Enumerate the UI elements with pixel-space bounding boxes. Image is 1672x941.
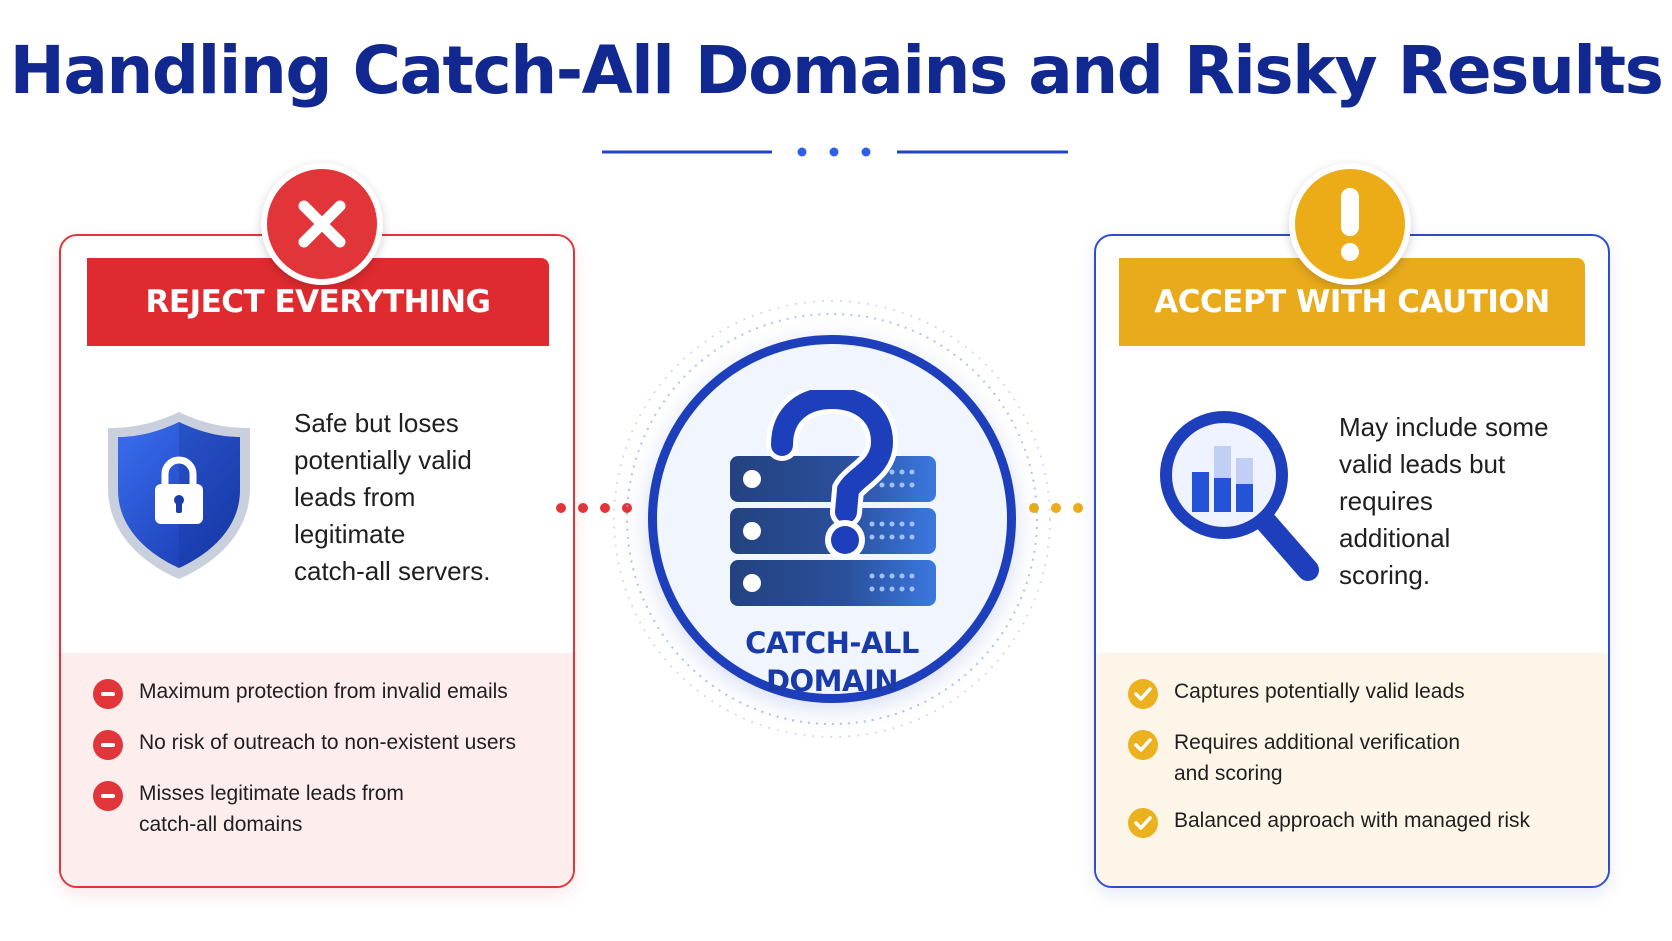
reject-description-line: potentially valid bbox=[294, 445, 472, 475]
reject-heading: REJECT EVERYTHING bbox=[87, 258, 549, 346]
shield-lock-icon bbox=[108, 412, 250, 579]
list-item-text: Maximum protection from invalid emails bbox=[139, 680, 508, 703]
list-item-text: Misses legitimate leads from bbox=[139, 782, 404, 805]
list-item: Captures potentially valid leads bbox=[1124, 676, 1584, 709]
list-item: No risk of outreach to non-existent user… bbox=[89, 727, 549, 760]
reject-description-line: catch-all servers. bbox=[294, 556, 491, 586]
reject-description: Safe but loses potentially valid leads f… bbox=[294, 405, 554, 590]
minus-icon bbox=[93, 781, 123, 811]
minus-icon bbox=[93, 730, 123, 760]
accept-list: Captures potentially valid leads Require… bbox=[1124, 676, 1584, 856]
center-halo bbox=[613, 300, 1051, 738]
accept-heading: ACCEPT WITH CAUTION bbox=[1119, 258, 1585, 346]
x-icon bbox=[261, 163, 383, 285]
accept-card-footer bbox=[1096, 653, 1608, 886]
minus-icon bbox=[93, 679, 123, 709]
list-item-text: Requires additional verification bbox=[1174, 731, 1460, 754]
left-connector-dots bbox=[556, 503, 632, 513]
reject-description-line: legitimate bbox=[294, 519, 406, 549]
catch-all-label-line: DOMAIN bbox=[765, 664, 899, 698]
page-title: Handling Catch-All Domains and Risky Res… bbox=[9, 32, 1664, 109]
magnifier-chart-icon bbox=[1160, 411, 1319, 581]
reject-description-line: leads from bbox=[294, 482, 416, 512]
accept-description: May include some valid leads but require… bbox=[1339, 409, 1589, 594]
reject-card-footer bbox=[61, 653, 573, 886]
catch-all-label: CATCH-ALL DOMAIN bbox=[648, 624, 1016, 700]
accept-description-line: scoring. bbox=[1339, 560, 1431, 590]
list-item-text: Balanced approach with managed risk bbox=[1174, 809, 1531, 832]
list-item: Misses legitimate leads from catch-all d… bbox=[89, 778, 549, 840]
check-icon bbox=[1128, 730, 1158, 760]
accept-description-line: additional bbox=[1339, 523, 1451, 553]
server-question-icon bbox=[730, 390, 936, 606]
accept-description-line: requires bbox=[1339, 486, 1433, 516]
catch-all-label-line: CATCH-ALL bbox=[745, 626, 919, 660]
list-item-text: and scoring bbox=[1174, 762, 1283, 785]
reject-list: Maximum protection from invalid emails N… bbox=[89, 676, 549, 860]
accept-description-line: valid leads but bbox=[1339, 449, 1506, 479]
list-item: Balanced approach with managed risk bbox=[1124, 805, 1584, 838]
title-divider bbox=[602, 147, 1068, 157]
exclamation-icon bbox=[1289, 163, 1411, 285]
check-icon bbox=[1128, 679, 1158, 709]
reject-description-line: Safe but loses bbox=[294, 408, 459, 438]
check-icon bbox=[1128, 808, 1158, 838]
list-item: Maximum protection from invalid emails bbox=[89, 676, 549, 709]
list-item-text: Captures potentially valid leads bbox=[1174, 680, 1465, 703]
accept-description-line: May include some bbox=[1339, 412, 1549, 442]
list-item-text: No risk of outreach to non-existent user… bbox=[139, 731, 517, 754]
list-item: Requires additional verification and sco… bbox=[1124, 727, 1584, 789]
list-item-text: catch-all domains bbox=[139, 813, 303, 836]
